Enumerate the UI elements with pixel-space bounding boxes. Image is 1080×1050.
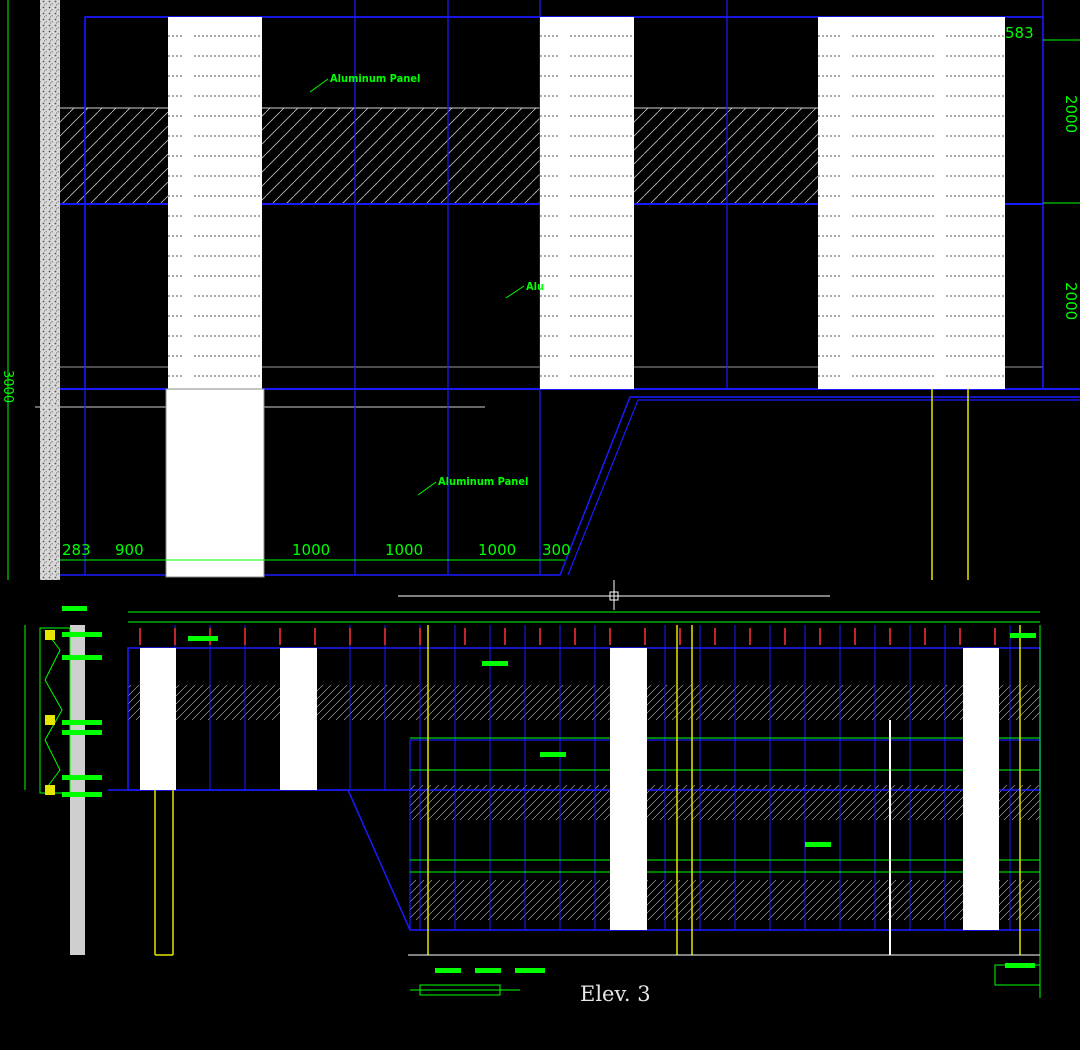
dim-text: 300 (542, 541, 571, 559)
panel-label-mid: Alu (526, 280, 544, 293)
overview-panel (280, 648, 317, 790)
panel-label-upper: Aluminum Panel (330, 72, 420, 85)
leader-line (309, 78, 329, 93)
dim-text: 1000 (385, 541, 423, 559)
side-section-tags (62, 606, 102, 797)
upper-elevation: Aluminum Panel Alu Aluminum Panel 283 90… (0, 0, 1080, 580)
overview-panel (610, 648, 647, 930)
leader-line (417, 481, 437, 496)
dim-top-right: 583 (1005, 24, 1034, 42)
overview-hatch-band (410, 880, 1040, 920)
dim-text: 283 (62, 541, 91, 559)
lower-frame (60, 396, 1080, 576)
white-panel-lower (165, 388, 265, 578)
white-panel (540, 17, 634, 389)
drawing-title: Elev. 3 (580, 982, 651, 1006)
overview-panel (963, 648, 999, 930)
lower-elevation: Elev. 3 (24, 606, 1041, 1006)
crosshair-cursor-icon (398, 580, 830, 610)
dim-text: 900 (115, 541, 144, 559)
bottom-dimensions: 283 900 1000 1000 1000 300 (62, 541, 571, 559)
leader-line (505, 285, 525, 299)
overview-columns (154, 625, 1021, 956)
overview-green-lines (410, 625, 1041, 955)
wall-section (40, 0, 60, 580)
side-section-detail (24, 625, 71, 794)
panel-label-lower: Aluminum Panel (438, 475, 528, 488)
side-section-brackets (45, 630, 55, 795)
footer-detail (410, 955, 1041, 998)
lower-frame-inner (567, 399, 1080, 576)
dim-right-2: 2000 (1062, 282, 1080, 320)
overview-grid (174, 625, 1011, 930)
dim-text: 1000 (292, 541, 330, 559)
overview-panel (140, 648, 176, 790)
side-section-wall (70, 625, 85, 955)
white-panel (818, 17, 1005, 389)
overview-hatch-band (128, 685, 1040, 720)
overview-hatch-band (410, 785, 1040, 820)
overview-ticks (139, 628, 996, 645)
dim-text: 1000 (478, 541, 516, 559)
white-panel (168, 17, 262, 389)
dim-left: 3000 (0, 370, 15, 403)
dim-right-1: 2000 (1062, 95, 1080, 133)
